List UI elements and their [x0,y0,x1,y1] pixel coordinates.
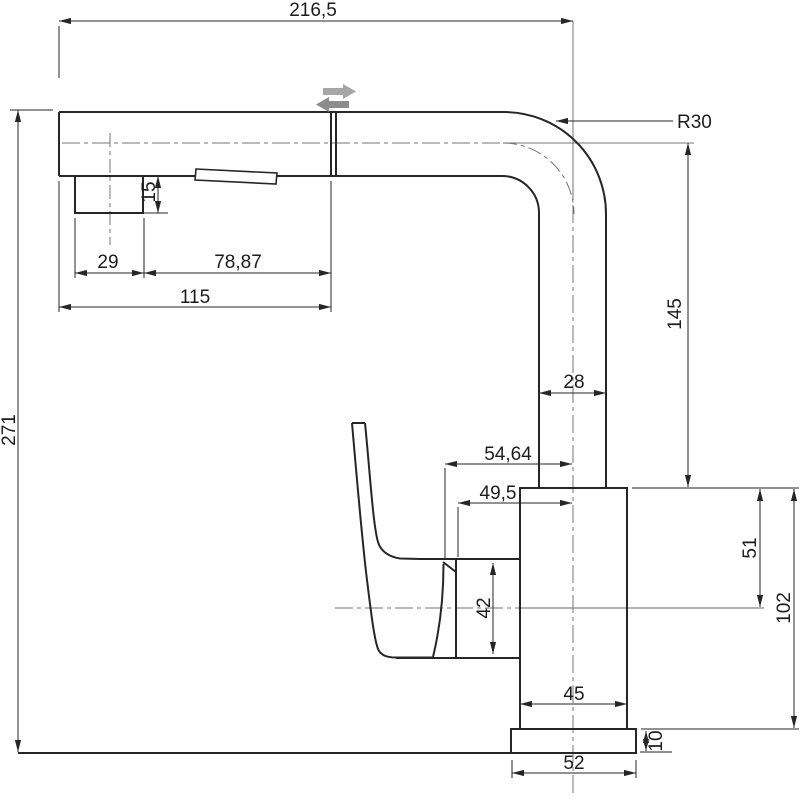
extension-lines [10,26,799,778]
dim-label-29: 29 [97,252,118,273]
dim-label-10: 10 [646,730,667,751]
dimension-labels: 216,5 271 R30 145 28 54,64 49,5 42 51 10… [0,0,795,774]
spout-outer-profile [59,111,607,488]
dim-label-42: 42 [474,597,495,618]
cartridge-dome-curve [432,563,445,658]
dim-label-145: 145 [665,298,686,330]
diverter-button [194,168,278,185]
centerlines [62,21,764,793]
dim-label-54-64: 54,64 [484,444,532,465]
cartridge-housing [396,558,520,659]
dim-label-15: 15 [139,181,160,202]
dimension-lines [14,17,798,777]
pull-out-direction-icon [316,84,356,112]
dim-label-overall-height: 271 [0,414,20,446]
dim-label-28: 28 [563,372,584,393]
dim-label-51: 51 [740,537,761,558]
pullout-joint-lines [330,112,337,176]
dim-label-bend-radius: R30 [677,112,712,133]
dim-label-78-87: 78,87 [214,252,262,273]
dim-label-102: 102 [774,592,795,624]
dim-label-49-5: 49,5 [480,483,517,504]
arrow-right-icon [323,84,356,99]
cartridge-dome-chamfer [442,561,457,573]
handle-left-edge [351,422,433,659]
faucet-outline [18,111,637,754]
aerator-outline [74,176,144,214]
handle-right-edge [364,422,421,560]
arrow-left-icon [316,97,349,112]
dim-label-overall-length: 216,5 [289,0,337,21]
dim-label-115: 115 [180,287,210,308]
dim-label-52: 52 [563,753,584,774]
spout-inner-profile [59,175,540,488]
dim-label-45: 45 [563,684,584,705]
